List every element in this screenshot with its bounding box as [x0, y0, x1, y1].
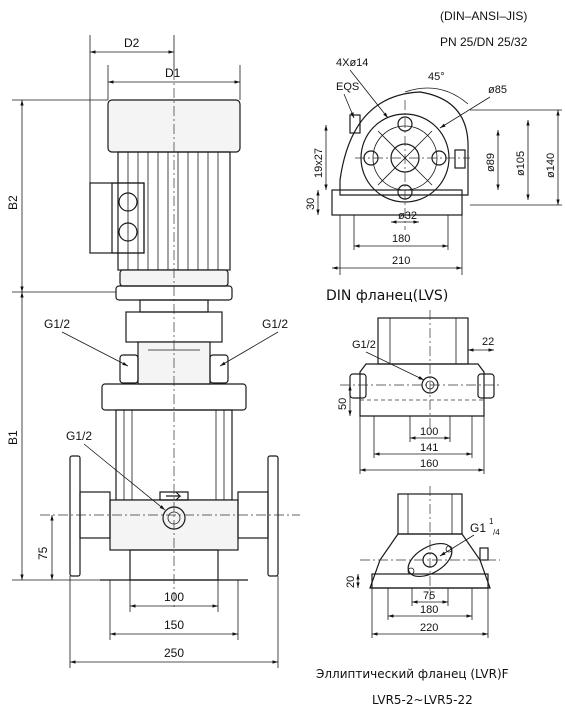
- dim-b1: B1: [6, 430, 20, 445]
- ellip-g-sub: /4: [493, 528, 500, 537]
- din-body: [339, 91, 469, 196]
- oval-141: 141: [420, 442, 438, 454]
- oval-100: 100: [420, 426, 438, 438]
- dim-d1: D1: [165, 66, 181, 80]
- arrow-plate: [159, 491, 189, 501]
- din-flange-view: (DIN–ANSI–JIS) PN 25/DN 25/32 4Xø14 EQS …: [305, 9, 562, 304]
- din-d85: ø85: [488, 84, 507, 96]
- oval-50: 50: [337, 398, 349, 410]
- oval-right-port: [477, 373, 495, 399]
- ellip-models: LVR5-2~LVR5-22: [372, 693, 473, 707]
- ellip-180: 180: [420, 604, 438, 616]
- din-eqs-boss: [349, 114, 361, 134]
- ellip-caption: Эллиптический фланец (LVR)F: [316, 667, 509, 681]
- ellip-20: 20: [345, 576, 357, 588]
- pump-main-view: [40, 70, 300, 610]
- inlet-flange: [69, 455, 81, 577]
- din-holes: 4Xø14: [336, 57, 368, 69]
- terminal-box-inner: [111, 182, 145, 254]
- oval-upper-body: [377, 317, 469, 365]
- label-g12-left: G1/2: [44, 317, 70, 331]
- ellip-flange: [407, 542, 453, 578]
- dim-b2: B2: [6, 195, 20, 210]
- ellip-plug: [479, 547, 489, 561]
- din-d32: ø32: [398, 210, 417, 222]
- vent-plug-right: [209, 354, 229, 384]
- oval-base: [359, 363, 485, 417]
- oval-left-port: [349, 373, 367, 399]
- dim-100: 100: [164, 590, 184, 604]
- din-180: 180: [392, 233, 410, 245]
- main-dimensions: D2 D1 B2 B1 75 G1/2 G1/2 G1/2 100 150: [6, 35, 288, 668]
- cable-gland-lower: [118, 222, 138, 242]
- din-foot: [331, 189, 463, 216]
- din-angle: 45°: [428, 71, 445, 83]
- oval-22: 22: [482, 336, 494, 348]
- din-210: 210: [392, 255, 410, 267]
- elliptical-flange-view: G1 1 /4 20 75 180 220 Эллиптический флан…: [316, 486, 509, 707]
- din-standard: (DIN–ANSI–JIS): [440, 9, 527, 23]
- dim-75: 75: [36, 546, 50, 560]
- dim-d2: D2: [124, 36, 140, 50]
- ellip-g-sup: 1: [489, 517, 494, 526]
- din-19x27: 19x27: [313, 148, 325, 178]
- ellip-75: 75: [423, 590, 435, 602]
- outlet-flange: [267, 455, 279, 577]
- oval-160: 160: [420, 458, 438, 470]
- din-d105: ø105: [515, 151, 527, 176]
- din-caption: DIN фланец(LVS): [326, 288, 448, 304]
- oval-g12: G1/2: [352, 339, 376, 351]
- din-side-boss: [454, 149, 466, 169]
- terminal-box: [89, 182, 145, 254]
- oval-flange-view: G1/2 22 50 100 141 160: [337, 310, 500, 474]
- vent-plug-left: [119, 354, 139, 384]
- dim-150: 150: [164, 618, 184, 632]
- din-d89: ø89: [485, 153, 497, 172]
- label-g12-lower: G1/2: [66, 429, 92, 443]
- label-g12-right: G1/2: [262, 317, 288, 331]
- din-eqs: EQS: [336, 81, 359, 93]
- din-pressure: PN 25/DN 25/32: [440, 35, 528, 49]
- din-30: 30: [305, 198, 317, 210]
- cable-gland-upper: [118, 192, 138, 212]
- dim-250: 250: [164, 646, 184, 660]
- ellip-g: G1: [470, 521, 486, 535]
- ellip-220: 220: [420, 622, 438, 634]
- motor-fins: [127, 152, 219, 270]
- din-d140: ø140: [545, 153, 557, 178]
